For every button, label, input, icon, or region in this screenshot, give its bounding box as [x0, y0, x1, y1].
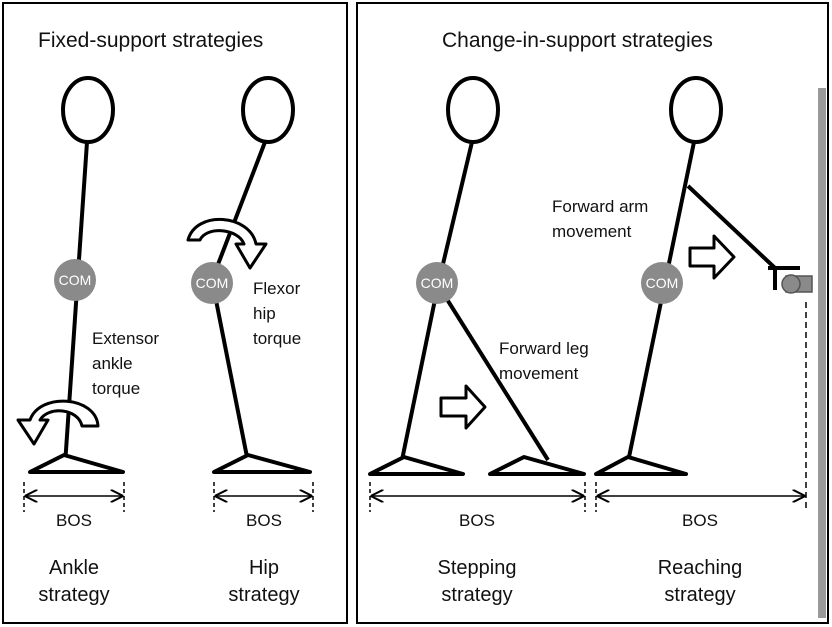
- ankle-torque-label-3: torque: [92, 379, 140, 398]
- stepping-move-label-2: movement: [499, 364, 579, 383]
- ankle-head: [61, 76, 115, 144]
- right-panel-title: Change-in-support strategies: [442, 29, 713, 52]
- stepping-forward-arrow: [439, 384, 487, 430]
- hip-bos-label: BOS: [246, 511, 282, 530]
- ankle-strategy-label-1: Ankle: [49, 557, 99, 579]
- stepping-figure: COM Forward leg movement BOS Stepping st…: [368, 76, 589, 606]
- ankle-strategy-label-2: strategy: [38, 584, 109, 606]
- reaching-head: [669, 76, 723, 144]
- reaching-handle-knob: [781, 274, 801, 294]
- ankle-com-marker: [54, 259, 96, 301]
- reaching-forward-arrow: [688, 234, 736, 280]
- stepping-front-leg: [436, 283, 550, 462]
- stepping-front-foot: [488, 455, 586, 476]
- reaching-strategy-label-1: Reaching: [658, 557, 743, 579]
- reaching-strategy-label-2: strategy: [664, 584, 735, 606]
- hip-torque-label-2: hip: [253, 304, 276, 323]
- ankle-torque-arrow: [16, 399, 100, 446]
- reaching-hand: [768, 266, 800, 290]
- ankle-torque-label-2: ankle: [92, 354, 133, 373]
- stepping-com-marker: [416, 262, 458, 304]
- reaching-move-label-1: Forward arm: [552, 197, 648, 216]
- ankle-com-label: COM: [59, 272, 92, 288]
- left-panel-title: Fixed-support strategies: [38, 29, 263, 52]
- hip-torque-label-3: torque: [253, 329, 301, 348]
- reaching-move-label-2: movement: [552, 222, 632, 241]
- stepping-strategy-label-2: strategy: [441, 584, 512, 606]
- ankle-torque-label-1: Extensor: [92, 329, 159, 348]
- right-panel-frame: [356, 2, 829, 624]
- hip-trunk-line: [210, 141, 267, 281]
- hip-leg-line: [210, 279, 250, 463]
- reaching-figure: COM Forward arm movement BOS Reaching st…: [552, 76, 826, 618]
- stepping-head: [446, 76, 500, 144]
- stepping-trunk-line: [436, 141, 474, 286]
- hip-strategy-label-1: Hip: [249, 557, 279, 579]
- hip-torque-label-1: Flexor: [253, 279, 301, 298]
- hip-head: [241, 76, 295, 144]
- hip-foot: [212, 453, 312, 474]
- hip-strategy-label-2: strategy: [228, 584, 299, 606]
- reaching-com-label: COM: [646, 275, 679, 291]
- reaching-bos-label: BOS: [682, 511, 718, 530]
- hip-com-marker: [191, 262, 233, 304]
- hip-com-label: COM: [196, 275, 229, 291]
- stepping-move-label-1: Forward leg: [499, 339, 589, 358]
- reaching-com-marker: [641, 262, 683, 304]
- ankle-figure: COM Extensor ankle torque BOS Ankle stra…: [16, 76, 159, 606]
- hip-figure: COM Flexor hip torque BOS Hip strategy: [186, 76, 314, 606]
- stepping-com-label: COM: [421, 275, 454, 291]
- ankle-foot: [28, 453, 125, 474]
- ankle-bos-label: BOS: [56, 511, 92, 530]
- reaching-arm-line: [686, 184, 777, 270]
- reaching-foot: [594, 455, 688, 476]
- hip-torque-arrow: [186, 217, 268, 270]
- stepping-strategy-label-1: Stepping: [438, 557, 517, 579]
- left-panel-frame: [2, 2, 348, 624]
- stepping-back-foot: [368, 455, 465, 476]
- reaching-wall-rail: [818, 88, 826, 618]
- stepping-bos-label: BOS: [459, 511, 495, 530]
- stepping-back-leg: [400, 284, 440, 461]
